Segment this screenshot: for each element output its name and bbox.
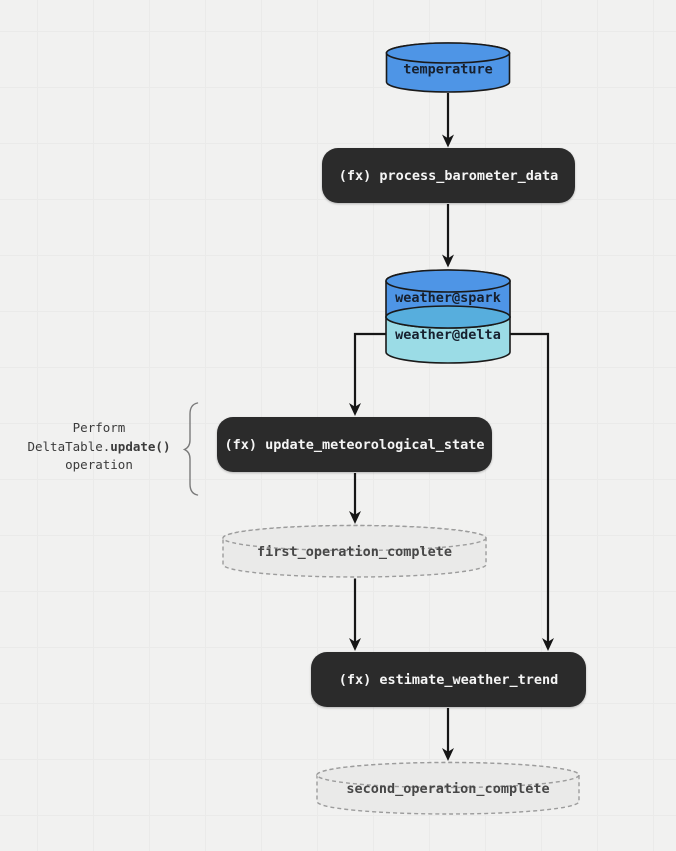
annotation-line-2-bold: update() [110, 438, 171, 454]
edge-weather-to-estimate [508, 332, 554, 651]
node-second-operation-complete: second_operation_complete [316, 761, 580, 815]
node-temperature: temperature [385, 42, 511, 93]
annotation-line-2-prefix: DeltaTable. [27, 438, 111, 454]
node-process-barometer-data: (fx) process_barometer_data [322, 148, 575, 203]
weather-delta-label: weather@delta [395, 327, 501, 343]
edge-weather-to-update [349, 332, 388, 416]
second-operation-cylinder-top [316, 761, 580, 789]
node-weather-stack: weather@spark weather@delta [385, 269, 511, 364]
node-first-operation-complete: first_operation_complete [222, 524, 487, 578]
weather-spark-label: weather@spark [395, 290, 501, 306]
process-barometer-data-label: (fx) process_barometer_data [338, 167, 559, 184]
delta-update-annotation: Perform DeltaTable.update() operation [8, 419, 190, 475]
first-operation-label: first_operation_complete [257, 544, 452, 560]
weather-stack-divider [385, 305, 511, 329]
annotation-line-3: operation [65, 457, 133, 472]
node-estimate-weather-trend: (fx) estimate_weather_trend [311, 652, 586, 707]
node-update-meteorological-state: (fx) update_meteorological_state [217, 417, 492, 472]
temperature-cylinder-top [385, 42, 511, 64]
annotation-line-2: DeltaTable.update() [8, 438, 190, 457]
second-operation-label: second_operation_complete [346, 781, 549, 797]
estimate-weather-trend-label: (fx) estimate_weather_trend [338, 671, 559, 688]
edges [349, 93, 554, 761]
temperature-label: temperature [403, 62, 492, 78]
annotation-line-1: Perform [72, 420, 126, 435]
update-meteorological-state-label: (fx) update_meteorological_state [224, 436, 485, 453]
annotation-brace [182, 402, 199, 496]
first-operation-cylinder-top [222, 524, 487, 552]
weather-stack-top [385, 269, 511, 293]
